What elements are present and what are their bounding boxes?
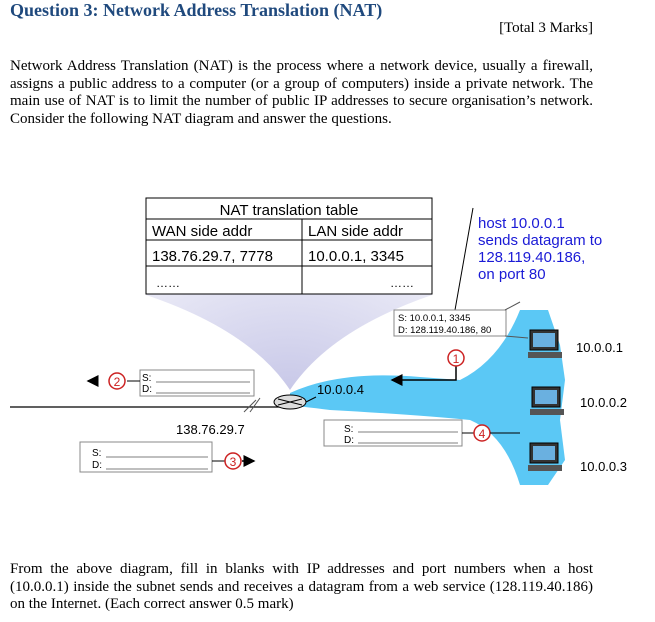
lan-region: [290, 310, 565, 485]
host-note-line2: sends datagram to: [478, 232, 602, 249]
nat-ellipsis-wan: ……: [156, 276, 180, 290]
host-1-ip: 10.0.0.1: [576, 340, 623, 355]
step-1-badge: [447, 349, 465, 367]
host-computer-3: [528, 442, 562, 471]
packet-2: [139, 369, 255, 397]
host-2-ip: 10.0.0.2: [580, 395, 627, 410]
step-1-label: 1: [453, 352, 460, 366]
step-2-badge: [108, 372, 126, 390]
packet-4: [323, 419, 463, 447]
host-note-line4: on port 80: [478, 266, 546, 283]
intro-paragraph: Network Address Translation (NAT) is the…: [10, 58, 593, 127]
host-note-line1: host 10.0.0.1: [478, 215, 565, 232]
packet-3-d: D:: [92, 460, 102, 471]
packet-1: [393, 309, 507, 337]
packet-1-dst: D: 128.119.40.186, 80: [398, 325, 491, 336]
host-3-ip: 10.0.0.3: [580, 459, 627, 474]
nat-table: [145, 197, 433, 295]
nat-ellipsis-lan: ……: [390, 276, 414, 290]
packet-3-s: S:: [92, 448, 101, 459]
nat-table-title: NAT translation table: [220, 202, 359, 219]
nat-col-wan: WAN side addr: [152, 223, 252, 240]
host-computer-2: [530, 386, 564, 415]
router-lan-ip: 10.0.0.4: [317, 382, 364, 397]
packet-4-s: S:: [344, 424, 353, 435]
packet-2-s: S:: [142, 373, 151, 384]
step-3-badge: [224, 452, 242, 470]
question-title: Question 3: Network Address Translation …: [10, 0, 383, 20]
router-wan-ip: 138.76.29.7: [176, 422, 245, 437]
packet-4-d: D:: [344, 435, 354, 446]
host-note-line3: 128.119.40.186,: [478, 249, 585, 266]
instructions-paragraph: From the above diagram, fill in blanks w…: [10, 561, 593, 612]
nat-router: [273, 394, 307, 410]
packet-2-d: D:: [142, 384, 152, 395]
host-computer-1: [528, 329, 562, 358]
packet-1-src: S: 10.0.0.1, 3345: [398, 313, 470, 324]
nat-col-lan: LAN side addr: [308, 223, 403, 240]
step-3-label: 3: [230, 455, 237, 469]
step-2-label: 2: [114, 375, 121, 389]
step-4-label: 4: [479, 427, 486, 441]
total-marks: [Total 3 Marks]: [499, 20, 593, 36]
nat-row-wan: 138.76.29.7, 7778: [152, 248, 273, 265]
nat-diagram: NAT translation table WAN side addr LAN …: [10, 197, 627, 485]
nat-row-lan: 10.0.0.1, 3345: [308, 248, 404, 265]
host-note-pointer: [454, 207, 474, 311]
